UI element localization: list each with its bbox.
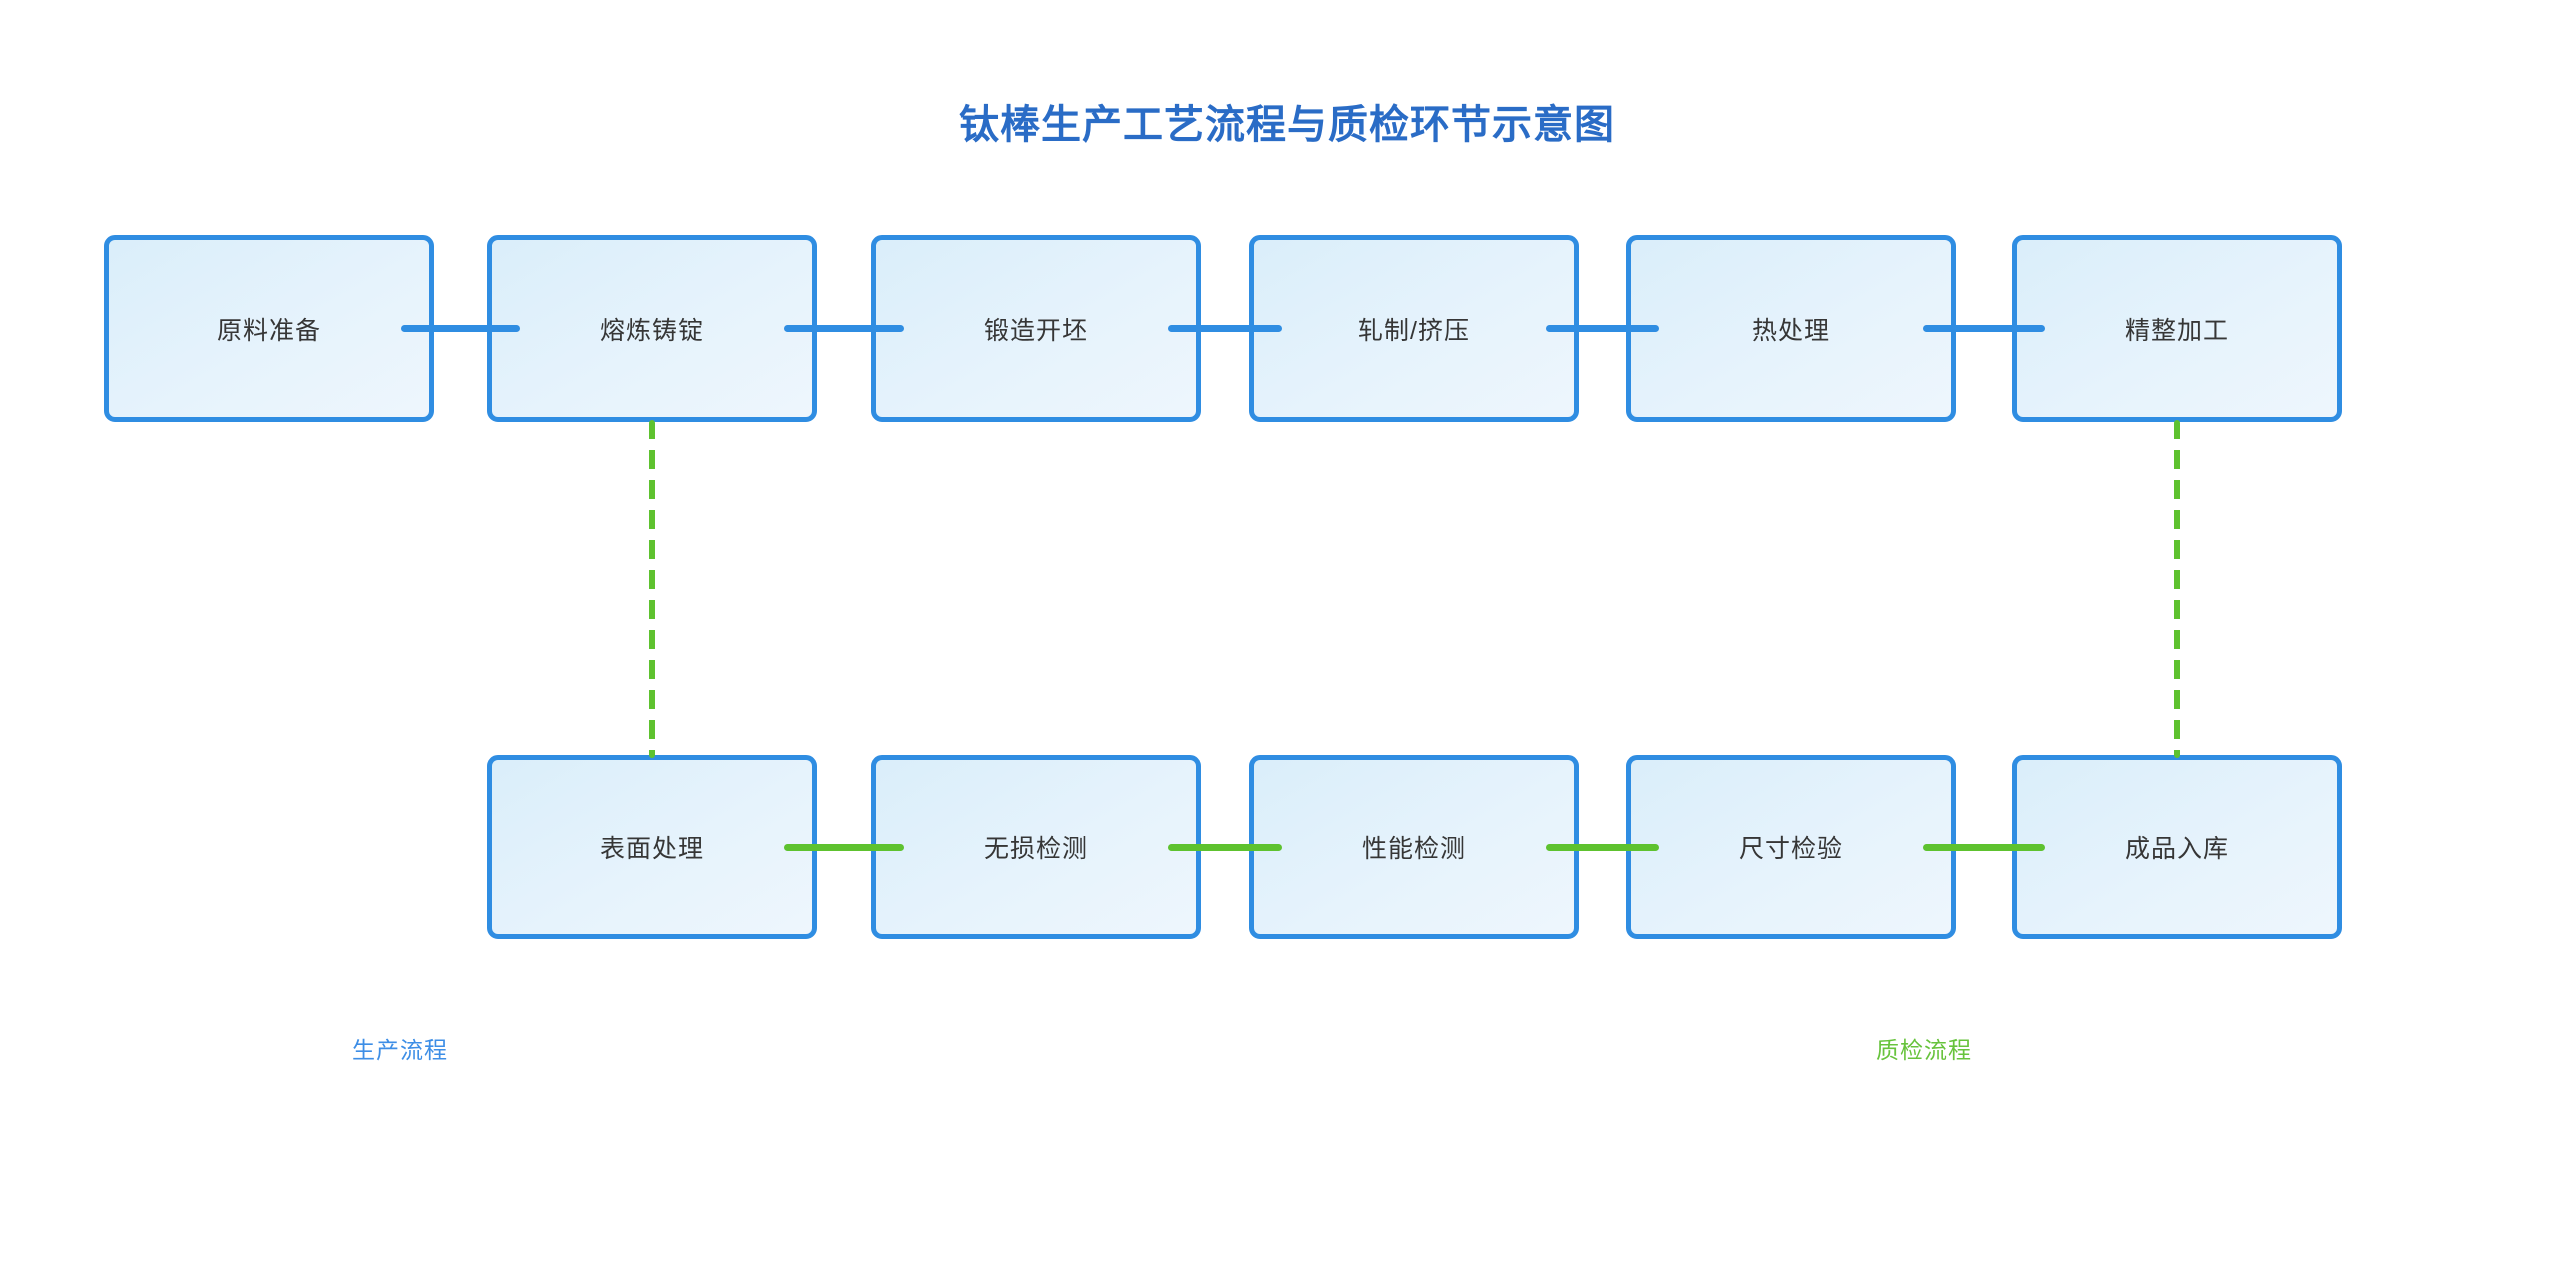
node-label: 尺寸检验: [1738, 835, 1843, 863]
quality-connector-1-2: [784, 844, 904, 851]
quality-connector-4-5: [1923, 844, 2045, 851]
node-label: 性能检测: [1361, 835, 1466, 863]
node-label: 原料准备: [216, 316, 321, 345]
node-melting-ingot-casting: 熔炼铸锭: [487, 235, 817, 422]
node-performance-testing: 性能检测: [1249, 755, 1579, 939]
quality-connector-2-3: [1168, 844, 1282, 851]
node-raw-material-preparation: 原料准备: [104, 235, 434, 422]
node-label: 锻造开坯: [983, 316, 1088, 345]
node-rolling-extrusion: 轧制/挤压: [1249, 235, 1579, 422]
node-label: 精整加工: [2124, 316, 2229, 345]
legend-quality-flow: 质检流程: [1876, 1037, 1972, 1063]
node-surface-treatment: 表面处理: [487, 755, 817, 939]
node-finished-product-storage: 成品入库: [2012, 755, 2342, 939]
node-dimension-inspection: 尺寸检验: [1626, 755, 1956, 939]
diagram-title: 钛棒生产工艺流程与质检环节示意图: [959, 103, 1615, 147]
dashed-connector-finishing-to-storage: [2174, 420, 2180, 758]
node-label: 无损检测: [983, 835, 1088, 863]
production-connector-3-4: [1168, 325, 1282, 332]
node-finishing-machining: 精整加工: [2012, 235, 2342, 422]
node-label: 熔炼铸锭: [599, 316, 704, 345]
node-label: 轧制/挤压: [1358, 316, 1470, 345]
production-connector-4-5: [1546, 325, 1659, 332]
production-connector-2-3: [784, 325, 904, 332]
node-label: 成品入库: [2124, 835, 2229, 863]
node-nondestructive-testing: 无损检测: [871, 755, 1201, 939]
production-connector-1-2: [401, 325, 520, 332]
node-forging-billet: 锻造开坯: [871, 235, 1201, 422]
node-heat-treatment: 热处理: [1626, 235, 1956, 422]
dashed-connector-melting-to-surface-treatment: [649, 420, 655, 758]
quality-connector-3-4: [1546, 844, 1659, 851]
production-connector-5-6: [1923, 325, 2045, 332]
node-label: 表面处理: [599, 835, 704, 863]
node-label: 热处理: [1751, 316, 1830, 345]
legend-production-flow: 生产流程: [352, 1037, 448, 1063]
